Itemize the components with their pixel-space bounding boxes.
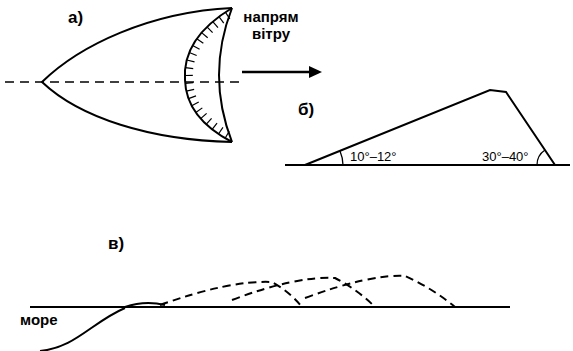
angle-label: 30°–40° xyxy=(482,150,529,165)
angle-arc xyxy=(537,150,545,165)
dune-profile xyxy=(285,90,570,165)
dune-position xyxy=(160,282,302,307)
dune-position xyxy=(232,278,375,307)
initial-dune xyxy=(125,303,165,307)
dune-outline xyxy=(42,8,232,142)
crest-line xyxy=(219,8,232,142)
angle-arc xyxy=(340,151,343,165)
panel-letter: в) xyxy=(108,234,124,254)
panel-letter: а) xyxy=(68,8,83,28)
dune-position xyxy=(305,276,455,307)
angle-label: 10°–12° xyxy=(350,150,397,165)
wind-direction-label: напрям вітру xyxy=(236,8,306,43)
panel-letter: б) xyxy=(298,100,314,120)
sea-label: море xyxy=(20,311,58,328)
wind-arrow xyxy=(242,66,322,78)
slip-face-hatching xyxy=(185,12,230,138)
ground-line xyxy=(285,164,570,166)
dune-migration xyxy=(30,276,510,351)
ground-line xyxy=(30,306,510,308)
slip-face-edge xyxy=(185,8,232,142)
profile-outline xyxy=(305,90,555,165)
axis-line xyxy=(5,81,240,83)
barchan-plan xyxy=(5,8,240,142)
